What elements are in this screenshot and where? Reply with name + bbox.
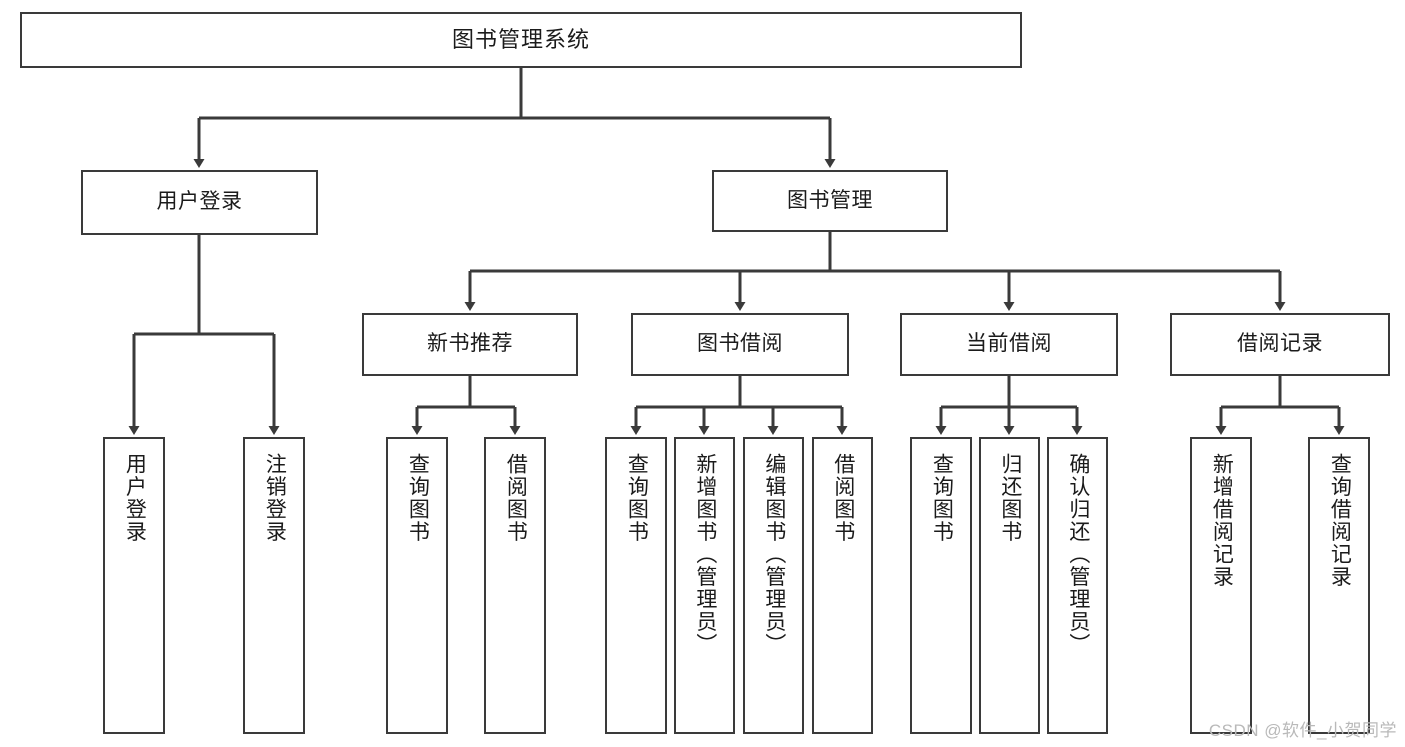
node-root-system[interactable]: 图书管理系统 (20, 12, 1022, 68)
node-leaf-query-book-2[interactable]: 查询图书 (605, 437, 667, 734)
node-leaf-return-book[interactable]: 归还图书 (979, 437, 1040, 734)
node-label: 借阅图书 (831, 453, 855, 543)
node-label: 查询借阅记录 (1328, 453, 1352, 588)
node-user-login[interactable]: 用户登录 (81, 170, 318, 235)
watermark-credit: CSDN @软件_小贺同学 (1208, 721, 1397, 740)
node-label: 查询图书 (625, 453, 649, 543)
node-leaf-query-record[interactable]: 查询借阅记录 (1308, 437, 1370, 734)
node-borrow-record[interactable]: 借阅记录 (1170, 313, 1390, 376)
node-label: 借阅图书 (504, 453, 528, 543)
node-label: 图书借阅 (697, 332, 783, 356)
node-label: 用户登录 (156, 190, 243, 214)
node-leaf-user-logout[interactable]: 注销登录 (243, 437, 305, 734)
node-label: 注销登录 (263, 453, 287, 543)
node-label: 新增图书（管理员） (693, 453, 717, 656)
node-label: 借阅记录 (1237, 332, 1323, 356)
node-leaf-confirm-return[interactable]: 确认归还（管理员） (1047, 437, 1108, 734)
node-label: 当前借阅 (966, 332, 1052, 356)
node-book-management[interactable]: 图书管理 (712, 170, 948, 232)
node-current-borrow[interactable]: 当前借阅 (900, 313, 1118, 376)
node-leaf-borrow-book-2[interactable]: 借阅图书 (812, 437, 873, 734)
node-label: 用户登录 (123, 453, 147, 543)
node-leaf-query-book-1[interactable]: 查询图书 (386, 437, 448, 734)
node-leaf-edit-book[interactable]: 编辑图书（管理员） (743, 437, 804, 734)
node-label: 图书管理系统 (451, 27, 590, 53)
node-label: 编辑图书（管理员） (762, 453, 786, 656)
node-leaf-query-book-3[interactable]: 查询图书 (910, 437, 972, 734)
node-label: 图书管理 (787, 188, 873, 212)
node-label: 归还图书 (998, 453, 1022, 543)
node-leaf-borrow-book-1[interactable]: 借阅图书 (484, 437, 546, 734)
node-label: 查询图书 (406, 453, 430, 543)
node-leaf-add-record[interactable]: 新增借阅记录 (1190, 437, 1252, 734)
node-label: 确认归还（管理员） (1066, 453, 1090, 656)
node-leaf-user-login[interactable]: 用户登录 (103, 437, 165, 734)
node-label: 新书推荐 (427, 332, 513, 356)
node-label: 新增借阅记录 (1210, 453, 1234, 588)
node-label: 查询图书 (930, 453, 954, 543)
node-book-borrow[interactable]: 图书借阅 (631, 313, 849, 376)
node-leaf-add-book[interactable]: 新增图书（管理员） (674, 437, 735, 734)
node-new-book-recommend[interactable]: 新书推荐 (362, 313, 578, 376)
